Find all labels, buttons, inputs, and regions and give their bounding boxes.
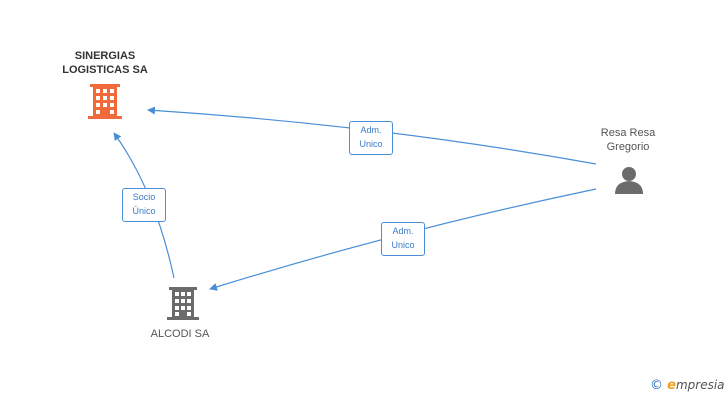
- node-label-resa-line2: Gregorio: [606, 141, 650, 153]
- empresia-watermark[interactable]: © empresia: [650, 378, 725, 393]
- edge-label-resa-to-alcodi-line2: Unico: [391, 240, 415, 250]
- edge-label-resa-to-sinergias: Adm. Unico: [349, 121, 393, 155]
- node-label-sinergias-line1: SINERGIAS: [74, 50, 136, 62]
- edge-label-alcodi-to-sinergias-line1: Socio: [132, 192, 156, 202]
- copyright-symbol: ©: [650, 378, 663, 393]
- edge-label-resa-to-sinergias-line1: Adm.: [360, 125, 382, 135]
- node-label-resa-line1: Resa Resa: [600, 127, 656, 139]
- edge-label-resa-to-alcodi-line1: Adm.: [392, 226, 414, 236]
- node-label-sinergias-line2: LOGISTICAS SA: [62, 64, 148, 76]
- node-label-resa[interactable]: Resa Resa Gregorio: [578, 126, 678, 154]
- edge-label-alcodi-to-sinergias-line2: Único: [132, 206, 156, 216]
- brand-name: mpresia: [675, 378, 725, 392]
- edge-label-resa-to-sinergias-line2: Unico: [359, 139, 383, 149]
- edge-label-resa-to-alcodi: Adm. Unico: [381, 222, 425, 256]
- node-label-alcodi[interactable]: ALCODI SA: [150, 328, 210, 340]
- brand-initial: e: [667, 378, 676, 393]
- building-icon-main[interactable]: [88, 84, 122, 119]
- person-icon[interactable]: [615, 167, 643, 194]
- node-label-sinergias[interactable]: SINERGIAS LOGISTICAS SA: [40, 49, 170, 77]
- building-icon-alcodi[interactable]: [167, 287, 199, 320]
- edge-label-alcodi-to-sinergias: Socio Único: [122, 188, 166, 222]
